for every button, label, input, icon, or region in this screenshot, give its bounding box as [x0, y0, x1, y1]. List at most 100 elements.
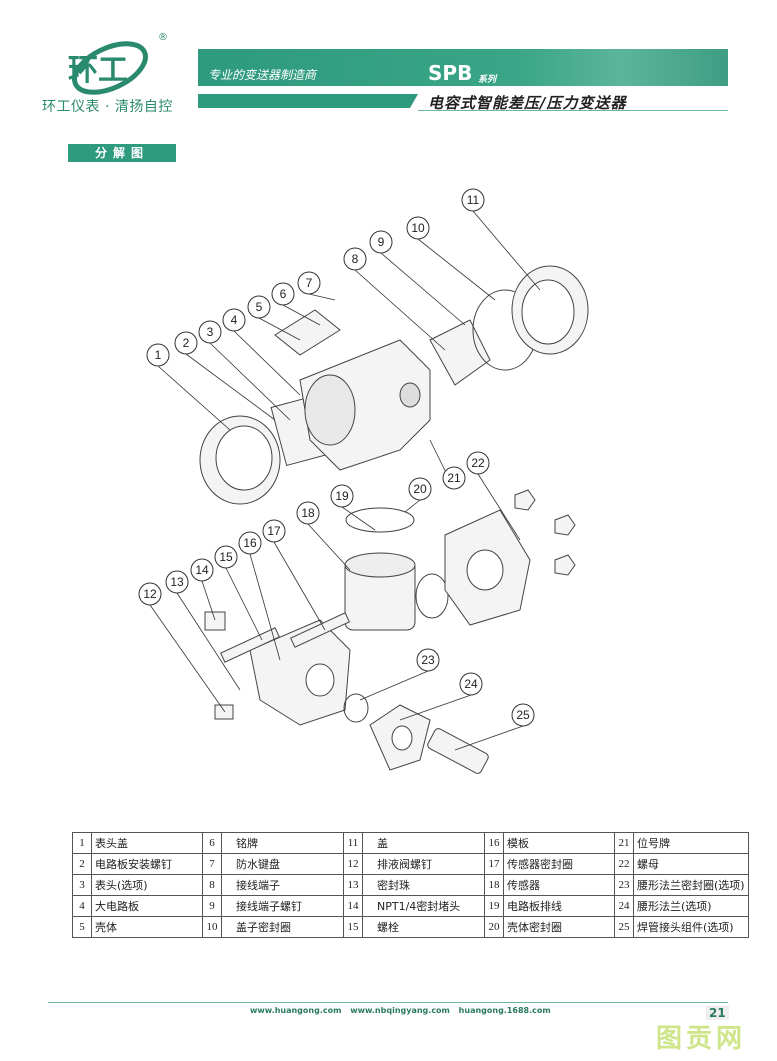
- part-number: 5: [72, 916, 92, 938]
- part-name: 接线端子螺钉: [221, 895, 344, 917]
- callout-9: 9: [369, 230, 466, 326]
- part-number: 13: [343, 874, 363, 896]
- callout-circle: [146, 343, 170, 367]
- svg-text:环工: 环工: [68, 53, 128, 88]
- leader-line: [404, 499, 421, 513]
- part-name: 位号牌: [633, 832, 749, 854]
- callout-circle: [198, 320, 222, 344]
- part-name: 电路板安装螺钉: [91, 853, 203, 875]
- leader-line: [307, 523, 351, 571]
- callout-11: 11: [461, 188, 541, 291]
- part-name: 螺栓: [362, 916, 485, 938]
- callout-circle: [343, 247, 367, 271]
- part-name: 模板: [503, 832, 615, 854]
- footer-divider: [48, 1002, 728, 1003]
- part-number: 11: [343, 832, 363, 854]
- callout-number: 9: [378, 235, 385, 249]
- callout-22: 22: [466, 451, 521, 541]
- sensor-seal-part: [415, 573, 449, 619]
- leader-line: [417, 238, 496, 301]
- housing-seal-part: [345, 507, 415, 533]
- footer-websites: www.huangong.com www.nbqingyang.com huan…: [250, 1006, 551, 1015]
- callout-number: 12: [143, 587, 157, 601]
- page-number: 21: [706, 1006, 729, 1020]
- leader-line: [477, 473, 521, 541]
- callout-2: 2: [174, 331, 276, 421]
- part-number: 16: [484, 832, 504, 854]
- callout-circle: [408, 477, 432, 501]
- callout-number: 3: [207, 325, 214, 339]
- callout-7: 7: [297, 271, 336, 301]
- callout-circle: [297, 271, 321, 295]
- leader-line: [359, 670, 429, 701]
- nameplate-part: [274, 309, 341, 356]
- part-name: 排液阀螺钉: [362, 853, 485, 875]
- part-name: NPT1/4密封堵头: [362, 895, 485, 917]
- callout-number: 20: [413, 482, 427, 496]
- nuts-part: [514, 489, 576, 576]
- part-number: 8: [202, 874, 222, 896]
- leader-line: [201, 580, 216, 621]
- callout-4: 4: [222, 308, 301, 396]
- callout-number: 7: [306, 276, 313, 290]
- part-name: 铭牌: [221, 832, 344, 854]
- leader-line: [233, 330, 301, 396]
- title-underline: [418, 110, 728, 111]
- leader-line: [308, 293, 336, 301]
- callout-number: 19: [335, 489, 349, 503]
- series-suffix: 系列: [478, 75, 497, 85]
- callout-circle: [330, 484, 354, 508]
- callout-circle: [369, 230, 393, 254]
- callout-number: 5: [256, 300, 263, 314]
- part-name: 传感器密封圈: [503, 853, 615, 875]
- callout-circle: [174, 331, 198, 355]
- part-name: 密封珠: [362, 874, 485, 896]
- callout-circle: [416, 648, 440, 672]
- housing-part: [299, 339, 431, 471]
- leader-line: [149, 604, 226, 713]
- sensor-part: [344, 552, 416, 631]
- flange-left-part: [249, 619, 351, 726]
- callout-circle: [466, 451, 490, 475]
- series-code: SPB: [428, 61, 473, 85]
- callout-circle: [138, 582, 162, 606]
- callout-number: 11: [467, 193, 480, 207]
- header-accent-tip: [410, 94, 418, 108]
- leader-line: [399, 694, 472, 721]
- part-number: 12: [343, 853, 363, 875]
- brand-name: 环工仪表 · 清扬自控: [42, 99, 173, 115]
- part-number: 7: [202, 853, 222, 875]
- registered-mark: ®: [158, 32, 168, 43]
- callout-circle: [238, 531, 262, 555]
- slogan: 专业的变送器制造商: [208, 68, 317, 82]
- part-number: 25: [614, 916, 634, 938]
- part-name: 盖: [362, 832, 485, 854]
- leader-line: [185, 353, 276, 421]
- part-name: 表头(选项): [91, 874, 203, 896]
- callout-16: 16: [238, 531, 281, 661]
- callout-circle: [296, 501, 320, 525]
- callout-20: 20: [404, 477, 432, 513]
- meter-cover-part: [199, 415, 281, 505]
- part-name: 接线端子: [221, 874, 344, 896]
- callout-circle: [214, 545, 238, 569]
- callout-circle: [222, 308, 246, 332]
- part-name: 大电路板: [91, 895, 203, 917]
- callout-number: 18: [301, 506, 315, 520]
- callout-circle: [406, 216, 430, 240]
- callout-circle: [271, 282, 295, 306]
- flange-seal-part: [343, 693, 369, 723]
- leader-line: [273, 541, 326, 631]
- callout-circle: [247, 295, 271, 319]
- leader-line: [258, 317, 301, 341]
- part-name: 腰形法兰(选项): [633, 895, 749, 917]
- leader-line: [157, 365, 231, 431]
- callout-number: 21: [447, 471, 461, 485]
- callout-23: 23: [359, 648, 440, 701]
